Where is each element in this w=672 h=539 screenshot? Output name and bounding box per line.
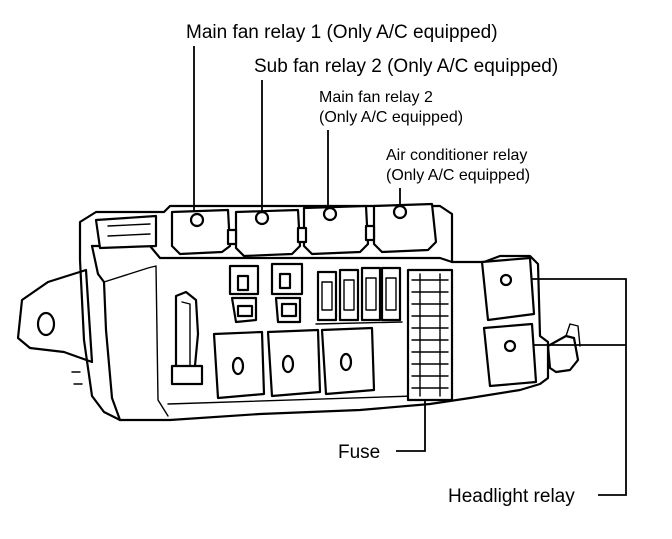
relay-main-fan-1 <box>170 208 232 256</box>
large-fuse-block-3 <box>320 326 376 396</box>
mid-fuse-1 <box>316 270 338 322</box>
label-main-fan-relay-2-line1: Main fan relay 2 <box>319 89 433 106</box>
headlight-relay-lower <box>482 322 538 388</box>
housing-outline <box>78 204 550 422</box>
housing-side-ridge <box>90 244 122 422</box>
side-connector-wire <box>565 323 581 347</box>
bracket-hole <box>36 311 56 337</box>
relay-tab-1 <box>226 228 238 246</box>
lid-block <box>94 214 158 250</box>
leader-lines <box>193 46 627 496</box>
label-main-fan-relay-2-line2: (Only A/C equipped) <box>319 109 463 126</box>
large-fuse-block-2 <box>266 328 322 398</box>
label-fuse: Fuse <box>338 442 380 463</box>
small-fuse-left <box>228 264 260 324</box>
left-latch <box>170 290 204 386</box>
leader-headlight-relay <box>512 278 627 496</box>
housing-inner-ridge <box>103 265 169 417</box>
mid-fuse-row <box>315 266 403 325</box>
fuse-box-body <box>16 204 550 422</box>
label-main-fan-relay-1: Main fan relay 1 (Only A/C equipped) <box>186 22 498 43</box>
mid-fuse-3 <box>360 266 382 322</box>
mid-fuse-4 <box>380 266 402 322</box>
lid-block-line-2 <box>107 233 151 237</box>
headlight-relays <box>480 256 581 388</box>
housing-base-line <box>167 395 415 405</box>
lid-block-line <box>107 223 151 227</box>
label-air-conditioner-relay-line1: Air conditioner relay <box>386 147 527 164</box>
large-fuse-block-1 <box>212 330 266 400</box>
label-sub-fan-relay-2: Sub fan relay 2 (Only A/C equipped) <box>254 56 558 77</box>
small-fuse-right <box>270 262 304 324</box>
large-fuse-blocks <box>212 326 376 400</box>
fuse-strip <box>406 268 454 402</box>
small-fuse-pair <box>228 262 304 324</box>
relay-tab-3 <box>364 224 376 242</box>
mid-fuse-base <box>315 321 403 325</box>
relay-sub-fan-2 <box>234 208 302 258</box>
relay-tab-2 <box>296 226 308 244</box>
side-connector <box>546 334 580 374</box>
relay-main-fan-2 <box>302 204 370 256</box>
mid-fuse-2 <box>338 268 360 322</box>
leader-fuse <box>396 398 426 452</box>
top-relay-row <box>170 202 438 258</box>
relay-air-conditioner <box>372 202 438 254</box>
headlight-relay-upper <box>480 256 536 322</box>
label-headlight-relay: Headlight relay <box>448 486 575 507</box>
label-air-conditioner-relay-line2: (Only A/C equipped) <box>386 167 530 184</box>
